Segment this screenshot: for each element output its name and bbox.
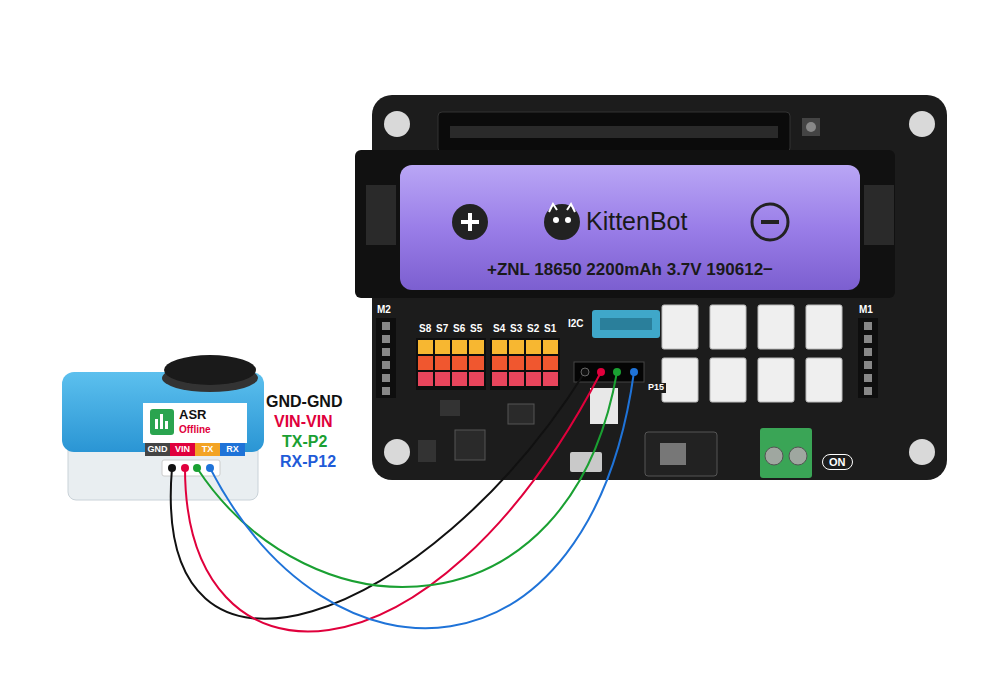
label: I2C: [568, 318, 584, 329]
edge-slot: [438, 112, 790, 152]
label: S1: [544, 323, 556, 334]
node-text: Offline: [179, 424, 211, 435]
holder-clip: [366, 185, 396, 245]
jst-connectors: [662, 305, 842, 402]
label: GND-GND: [266, 393, 342, 411]
pin-dot: [613, 368, 621, 376]
kitten-logo: [553, 217, 559, 223]
node-text: VIN: [175, 445, 190, 455]
asr-icon: [160, 414, 163, 429]
kitten-logo: [544, 204, 580, 240]
kitten-logo: [565, 217, 571, 223]
battery-holder: [355, 150, 895, 298]
mount-hole: [384, 439, 410, 465]
label-panel: [143, 403, 247, 443]
label-panel: ASR OfflineGND VIN TX RX: [143, 403, 247, 456]
button: [802, 118, 820, 136]
label: S2: [527, 323, 539, 334]
screw: [765, 447, 783, 465]
node-text: RX: [226, 445, 239, 455]
minus-symbol: [761, 220, 779, 224]
label: RX-P12: [280, 453, 336, 471]
pin-label: VIN: [170, 443, 195, 456]
label: S8: [419, 323, 431, 334]
pin-dot: [630, 368, 638, 376]
chip: [508, 404, 534, 424]
plus-symbol: [468, 213, 472, 231]
pin-dot: [206, 464, 214, 472]
pin-dot: [181, 464, 189, 472]
pin-dot: [193, 464, 201, 472]
screw: [789, 447, 807, 465]
mount-hole: [909, 111, 935, 137]
header-pins: [864, 322, 872, 395]
mount-hole: [384, 111, 410, 137]
label: S3: [510, 323, 522, 334]
connector: [590, 388, 618, 424]
plus-symbol: [452, 204, 488, 240]
chip: [440, 400, 460, 416]
battery: KittenBot +ZNL 18650 2200mAh 3.7V 190612−: [400, 165, 860, 290]
edge-slot-inner: [450, 126, 778, 138]
node-text: GND: [148, 445, 168, 455]
pin-label: TX: [195, 443, 220, 456]
label: ON: [822, 454, 853, 470]
label: VIN-VIN: [274, 413, 333, 431]
speaker: [164, 355, 256, 385]
inductor: [455, 430, 485, 460]
asr-icon: [150, 409, 174, 435]
button-cap: [806, 122, 816, 132]
asr-icon: [165, 421, 168, 429]
mount-hole: [909, 439, 935, 465]
pin-dot: [597, 368, 605, 376]
pin-label: GND: [145, 443, 170, 456]
battery: [400, 165, 860, 290]
slide-switch: [645, 432, 717, 476]
kitten-logo: [549, 204, 575, 212]
pin-label: RX: [220, 443, 245, 456]
label: S4: [493, 323, 505, 334]
slide-switch-knob: [660, 443, 686, 465]
motor-header: [858, 318, 878, 398]
label: M2: [377, 304, 391, 315]
label: P15: [646, 383, 666, 393]
i2c-connector: [600, 318, 652, 330]
node-text: TX: [202, 445, 214, 455]
pin-dot: [581, 368, 589, 376]
chip: [418, 440, 436, 462]
wires: [171, 372, 634, 632]
label: S7: [436, 323, 448, 334]
label: TX-P2: [282, 433, 327, 451]
minus-symbol: [752, 204, 788, 240]
screw-terminal: [760, 428, 812, 478]
label: S5: [470, 323, 482, 334]
node-text: ASR: [179, 408, 206, 422]
header-pins: [382, 322, 390, 395]
i2c-connector: [592, 310, 660, 338]
node-text: KittenBot: [586, 208, 687, 236]
holder-clip: [864, 185, 894, 245]
motor-header: [376, 318, 396, 398]
node-text: +ZNL 18650 2200mAh 3.7V 190612−: [487, 261, 773, 280]
label: S6: [453, 323, 465, 334]
asr-icon: [155, 419, 158, 429]
servo-headers: [416, 338, 560, 390]
label: M1: [859, 304, 873, 315]
pin-dot: [168, 464, 176, 472]
